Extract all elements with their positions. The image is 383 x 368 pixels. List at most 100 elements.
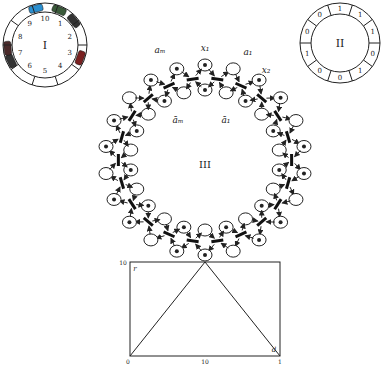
- ring-divider: [363, 19, 372, 25]
- token-dot: [127, 220, 131, 224]
- car: [28, 4, 43, 14]
- token-dot: [203, 88, 207, 92]
- token-dot: [182, 225, 186, 229]
- ring-divider: [32, 76, 35, 85]
- place-circle: [252, 234, 266, 246]
- car: [75, 50, 86, 66]
- bit-value: 0: [317, 12, 321, 19]
- token-dot: [244, 99, 248, 103]
- arc-arrow: [156, 82, 164, 85]
- token-dot: [135, 129, 139, 133]
- ring-divider: [349, 5, 352, 15]
- place-circle: [177, 221, 191, 233]
- transition-bar: [128, 198, 137, 210]
- arc-arrow: [149, 86, 150, 94]
- ring-divider: [3, 45, 12, 46]
- clock-number: 7: [18, 50, 22, 57]
- token-dot: [129, 168, 133, 172]
- token-dot: [175, 249, 179, 253]
- place-circle: [239, 213, 253, 225]
- arc-arrow: [295, 151, 301, 157]
- arc-arrow: [236, 74, 240, 82]
- token-dot: [302, 144, 306, 148]
- place-circle: [219, 87, 233, 99]
- place-circle: [219, 221, 233, 233]
- place-circle: [122, 92, 136, 104]
- place-circle: [177, 87, 191, 99]
- arc-arrow: [136, 204, 143, 206]
- transition-label: x₂: [262, 66, 271, 75]
- place-label: aₘ: [155, 46, 166, 55]
- token-dot: [146, 204, 150, 208]
- arc-arrow: [242, 224, 244, 231]
- transition-bar: [163, 82, 175, 90]
- arc-arrow: [282, 201, 290, 203]
- transition-bar: [273, 198, 282, 210]
- arc-arrow: [196, 233, 202, 238]
- place-circle: [297, 140, 311, 152]
- axis-tick: 0: [126, 359, 130, 365]
- place-circle: [122, 216, 136, 228]
- car: [51, 4, 67, 16]
- place-circle: [255, 200, 269, 212]
- ring-divider: [72, 20, 79, 25]
- arc-arrow: [171, 238, 175, 246]
- place-circle: [107, 193, 121, 205]
- ring-divider: [55, 76, 58, 85]
- token-dot: [112, 197, 116, 201]
- token-dot: [279, 220, 283, 224]
- car: [67, 13, 81, 28]
- token-dot: [149, 78, 153, 82]
- place-circle: [144, 74, 158, 86]
- ring-divider: [349, 71, 352, 81]
- place-circle: [157, 95, 171, 107]
- place-circle: [289, 115, 303, 127]
- transition-bar: [211, 238, 223, 243]
- axis-label: d: [272, 347, 276, 354]
- place-circle: [99, 140, 113, 152]
- ring-divider: [328, 71, 331, 81]
- place-circle: [141, 200, 155, 212]
- bit-value: 0: [371, 50, 375, 57]
- bit-value: 1: [338, 5, 342, 12]
- arc-arrow: [246, 236, 254, 239]
- ring-divider: [308, 19, 317, 25]
- place-circle: [255, 108, 269, 120]
- place-circle: [170, 63, 184, 75]
- arc-arrow: [196, 82, 202, 87]
- ring-divider: [11, 64, 18, 69]
- arc-arrow: [278, 133, 285, 136]
- ring-divider: [308, 60, 317, 66]
- place-circle: [226, 63, 240, 75]
- token-dot: [257, 78, 261, 82]
- bit-value: 0: [305, 29, 309, 36]
- place-circle: [289, 193, 303, 205]
- place-circle: [274, 92, 288, 104]
- clock-number: 3: [67, 50, 71, 57]
- transition-bar: [117, 154, 120, 166]
- place-circle: [226, 245, 240, 257]
- place-circle: [266, 183, 280, 195]
- transition-bar: [273, 110, 282, 122]
- transition-bar: [290, 154, 293, 166]
- token-dot: [203, 63, 207, 67]
- transition-bar: [256, 217, 267, 227]
- transition-bar: [256, 93, 267, 103]
- place-circle: [130, 183, 144, 195]
- clock-number: 6: [27, 63, 31, 70]
- arc-arrow: [110, 163, 116, 169]
- transition-bar: [143, 93, 154, 103]
- bit-value: 1: [305, 50, 309, 57]
- ring-divider: [369, 43, 380, 44]
- place-circle: [170, 245, 184, 257]
- arc-arrow: [126, 185, 133, 188]
- token-dot: [260, 204, 264, 208]
- ring-divider: [328, 5, 331, 15]
- place-circle: [144, 234, 158, 246]
- ring-divider: [55, 5, 58, 14]
- place-circle: [274, 216, 288, 228]
- token-dot: [112, 119, 116, 123]
- bit-value: 0: [317, 67, 321, 74]
- axis-label: r: [133, 266, 136, 273]
